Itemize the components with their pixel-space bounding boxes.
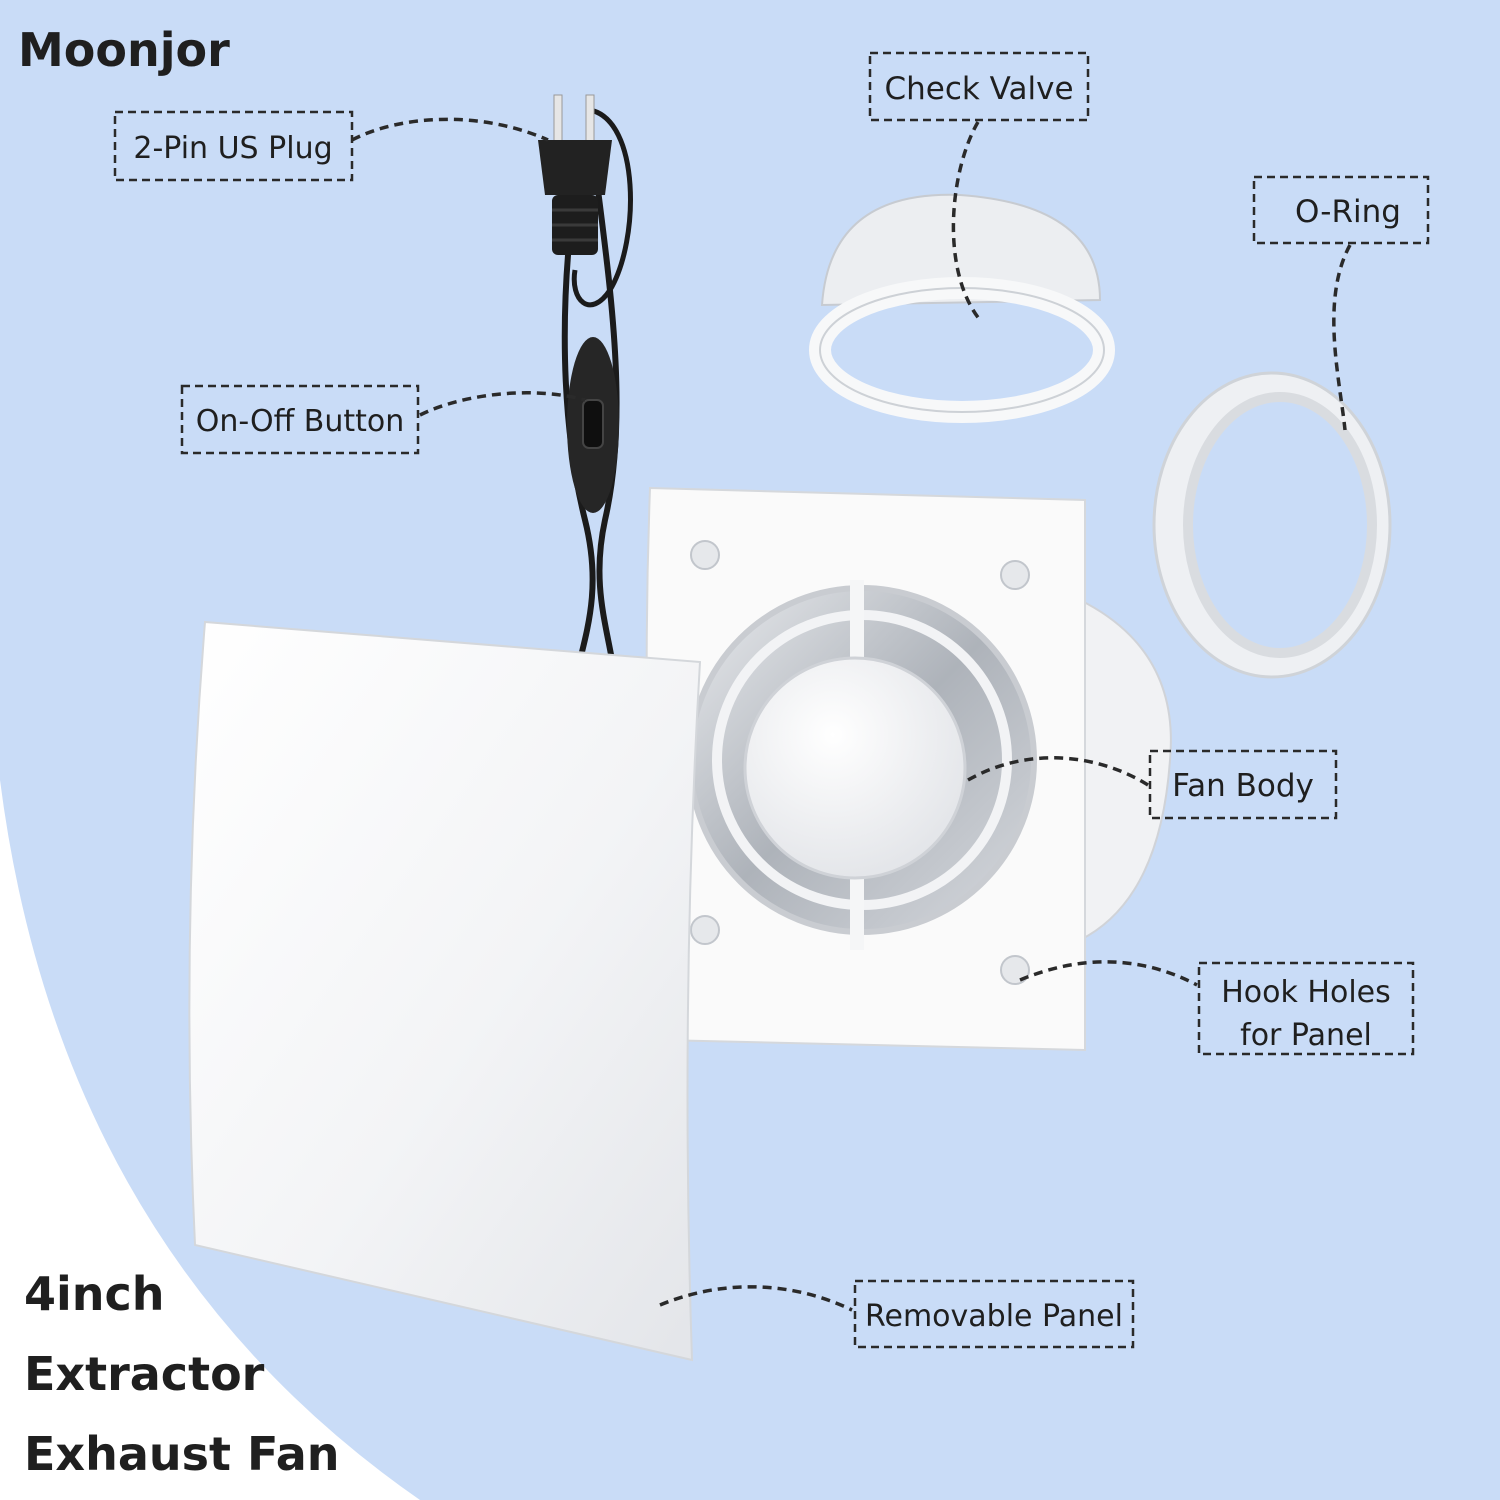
callout-check-valve: Check Valve: [868, 51, 1090, 122]
callout-switch: On-Off Button: [180, 384, 420, 455]
svg-text:2-Pin US Plug: 2-Pin US Plug: [133, 131, 332, 166]
us-plug: [538, 94, 612, 255]
title-line-2: Extractor: [24, 1347, 265, 1401]
title-line-3: Exhaust Fan: [24, 1427, 340, 1481]
svg-text:for Panel: for Panel: [1240, 1018, 1372, 1053]
leader-fan-body: [967, 756, 1149, 787]
svg-text:O-Ring: O-Ring: [1295, 194, 1401, 230]
leader-check-valve: [951, 121, 982, 322]
callout-fan-body: Fan Body: [1148, 749, 1338, 820]
leader-o-ring: [1332, 244, 1352, 431]
callout-plug: 2-Pin US Plug: [113, 110, 354, 182]
removable-panel: [188, 620, 702, 1362]
svg-text:Removable Panel: Removable Panel: [865, 1299, 1123, 1334]
callout-hook-holes: Hook Holes for Panel: [1197, 961, 1415, 1056]
title-line-1: 4inch: [24, 1267, 165, 1321]
fan-body-plate: [645, 486, 1172, 1052]
inline-switch: [567, 337, 619, 513]
svg-text:Check Valve: Check Valve: [884, 71, 1073, 107]
svg-text:Hook Holes: Hook Holes: [1221, 975, 1391, 1010]
brand-label: Moonjor: [18, 23, 230, 77]
callout-panel: Removable Panel: [853, 1279, 1135, 1349]
svg-text:Fan Body: Fan Body: [1172, 768, 1314, 804]
background-white-curve: [0, 780, 420, 1500]
leader-panel: [659, 1285, 853, 1312]
o-ring: [1152, 371, 1392, 679]
leader-plug: [351, 117, 549, 142]
leader-hook-holes: [1019, 960, 1198, 987]
callout-o-ring: O-Ring: [1252, 175, 1430, 245]
svg-text:On-Off Button: On-Off Button: [196, 404, 405, 439]
leader-switch: [419, 391, 586, 417]
